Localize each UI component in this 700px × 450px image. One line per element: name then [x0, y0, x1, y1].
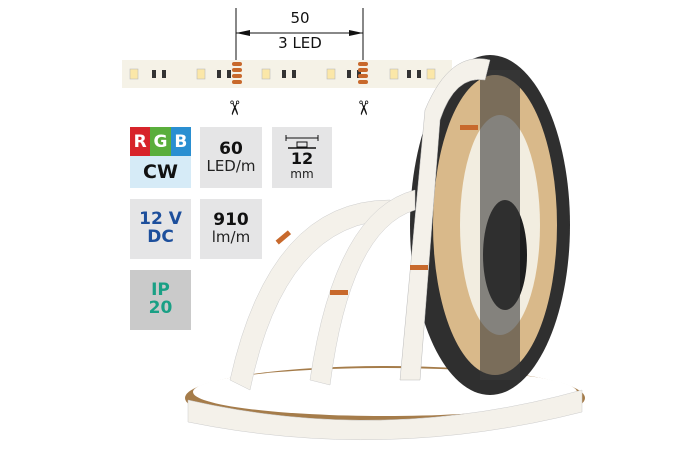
flux-unit: lm/m: [211, 228, 251, 247]
width-unit: mm: [290, 166, 314, 181]
flux-value: 910: [213, 210, 249, 231]
dimension-led-count: 3 LED: [278, 34, 322, 52]
density-value: 60: [219, 138, 243, 159]
voltage-value: 12 V: [139, 209, 182, 230]
ip-label: IP: [151, 280, 170, 301]
voltage-type: DC: [147, 227, 174, 247]
dimension-annotation: [235, 8, 364, 62]
dimension-length: 50: [290, 9, 310, 27]
white-label: CW: [130, 156, 191, 188]
led-strip-segment: [122, 60, 452, 88]
green-label: G: [150, 127, 171, 156]
voltage-spec-badge: 12 V DC: [130, 199, 191, 259]
flux-spec-badge: 910 lm/m: [200, 199, 262, 259]
width-value: 12: [290, 148, 314, 168]
density-spec-badge: 60 LED/m: [200, 127, 262, 188]
color-spec-badge: R G B CW: [130, 127, 191, 188]
ip-value: 20: [148, 298, 173, 318]
blue-label: B: [170, 127, 191, 156]
width-spec-badge: 12 mm: [272, 127, 332, 188]
ip-rating-badge: IP 20: [130, 270, 191, 330]
led-strip-reel-illustration: [185, 55, 585, 441]
width-dimension-icon: [285, 134, 319, 149]
density-unit: LED/m: [206, 156, 256, 175]
red-label: R: [130, 127, 151, 156]
